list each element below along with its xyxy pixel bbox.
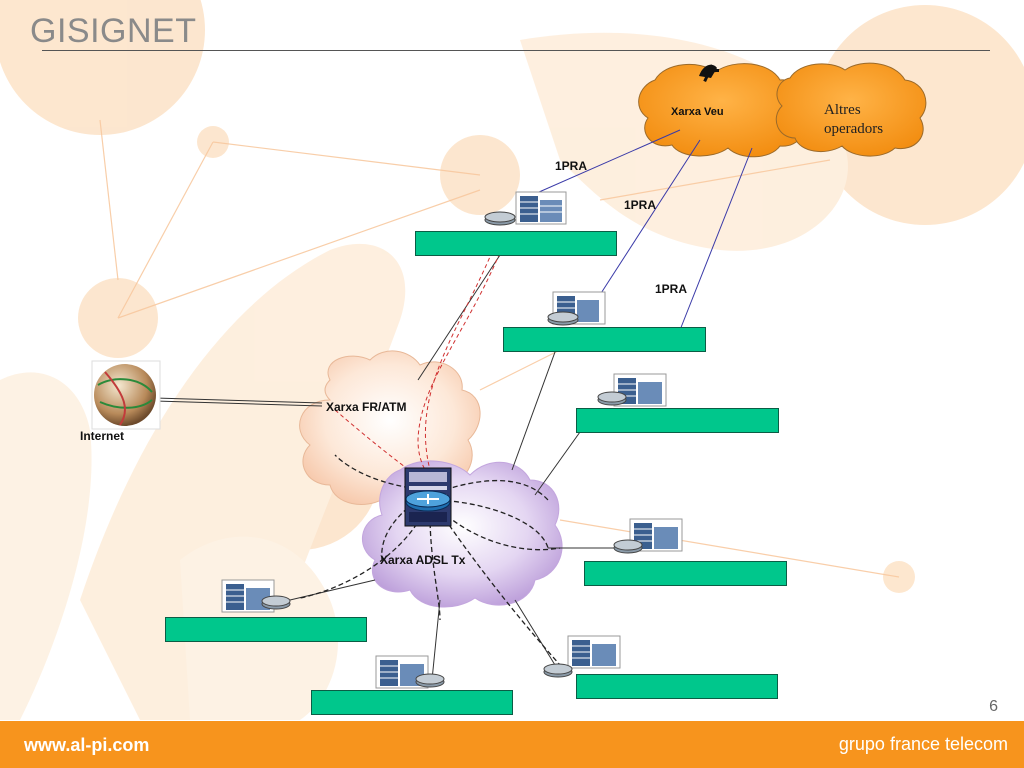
site-icon-building-7 — [543, 635, 621, 678]
voice-net-cloud — [638, 63, 806, 158]
footer-brand: grupo france telecom — [838, 734, 1008, 754]
pra-label-3: 1PRA — [655, 282, 688, 296]
site-icon-building-3 — [597, 373, 667, 407]
site-bar-6 — [576, 674, 778, 699]
site-bar-1 — [415, 231, 617, 256]
other-operators-line2: operadors — [824, 121, 884, 137]
site-bar-5 — [165, 617, 367, 642]
site-icon-building-6 — [375, 655, 445, 689]
site-icon-building-2 — [547, 291, 606, 326]
site-bar-3 — [576, 408, 779, 433]
site-icon-building-5 — [221, 579, 291, 613]
page-number: 6 — [989, 698, 998, 715]
site-icon-building-top — [484, 191, 567, 226]
site-bar-2 — [503, 327, 706, 352]
pra-label-1: 1PRA — [555, 159, 588, 173]
site-bar-7 — [311, 690, 513, 715]
other-operators-cloud — [775, 62, 927, 157]
adsl-cloud — [361, 460, 563, 608]
site-bar-4 — [584, 561, 787, 586]
pra-label-2: 1PRA — [624, 198, 657, 212]
atm-switch-icon — [404, 467, 452, 527]
footer-bar — [0, 721, 1024, 768]
internet-globe-icon — [91, 360, 161, 430]
internet-label: Internet — [80, 429, 125, 443]
title-divider — [42, 50, 990, 51]
page-title: GISIGNET — [30, 12, 197, 50]
site-icon-building-4 — [613, 518, 683, 554]
adsl-label: Xarxa ADSL Tx — [380, 553, 466, 567]
operator-logo-icon — [699, 64, 719, 83]
voice-net-label: Xarxa Veu — [671, 106, 724, 118]
other-operators-label: Altres operadors — [824, 101, 883, 139]
fr-atm-label: Xarxa FR/ATM — [326, 400, 407, 414]
footer-url-link[interactable]: www.al-pi.com — [24, 735, 150, 755]
other-operators-line1: Altres — [824, 102, 861, 118]
